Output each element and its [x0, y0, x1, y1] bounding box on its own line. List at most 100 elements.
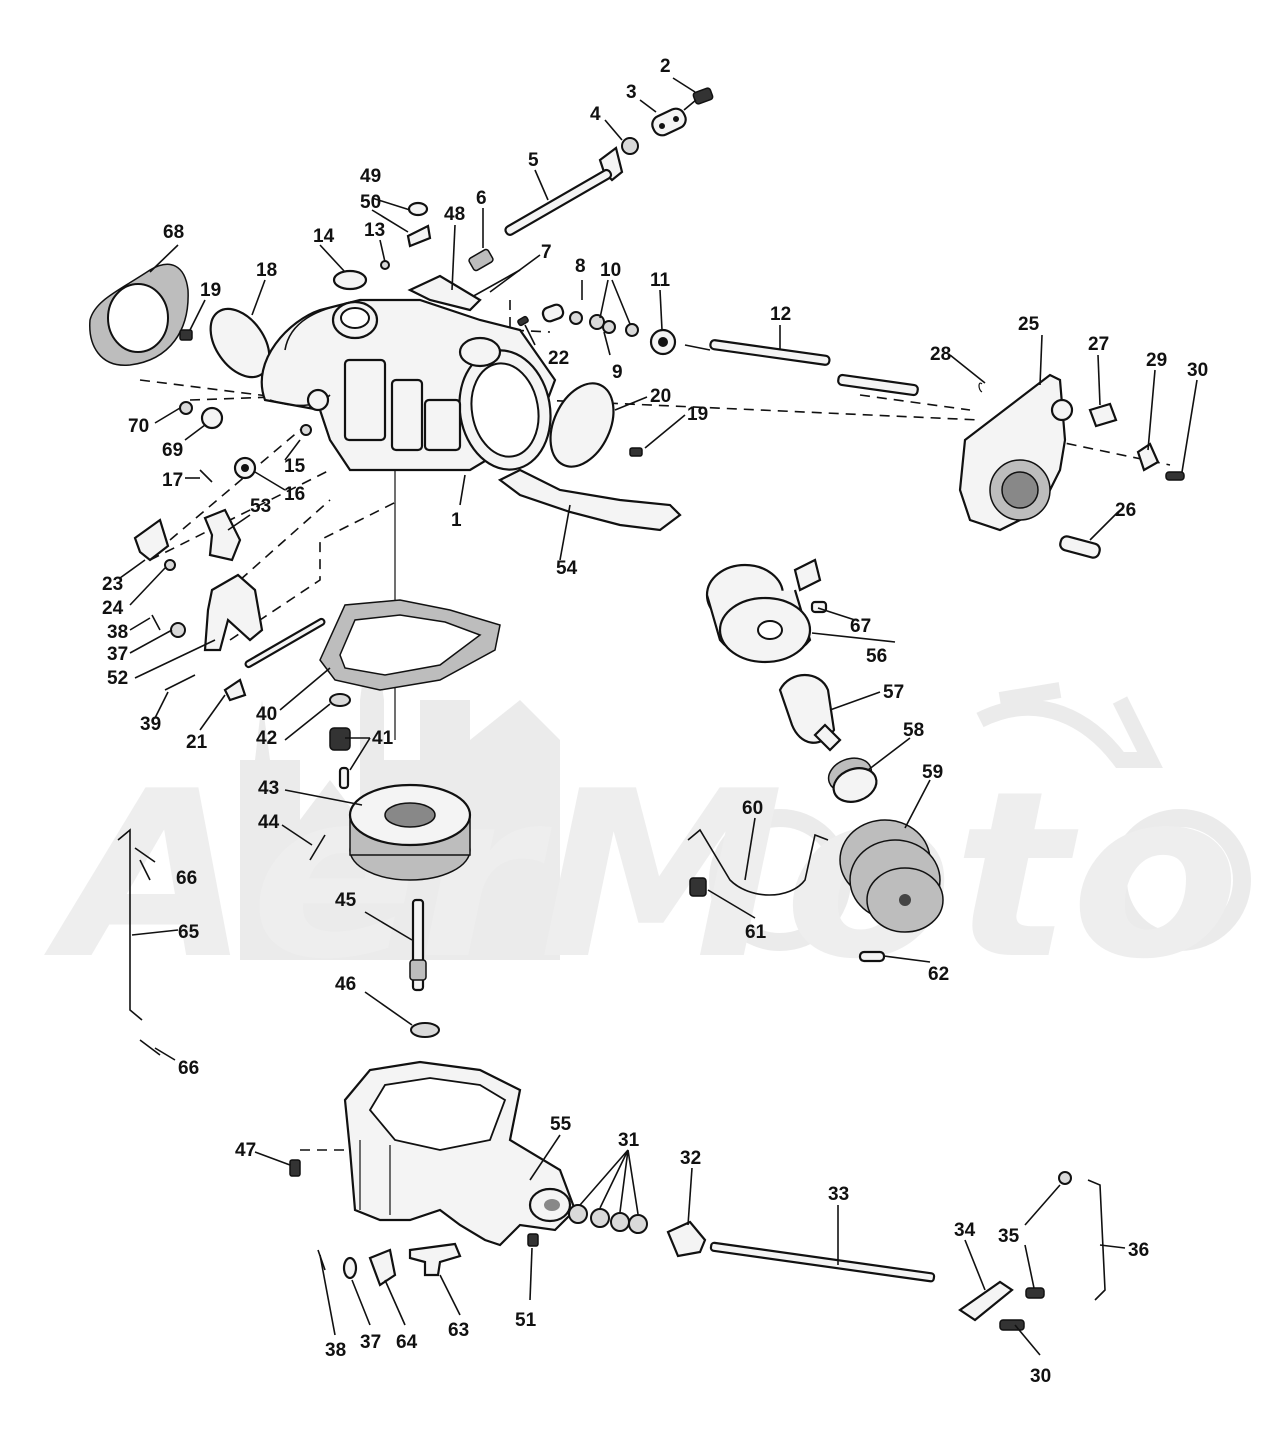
- callout-36: 36: [1128, 1240, 1149, 1261]
- callout-9: 9: [612, 362, 623, 383]
- watermark-text: AerMoto: [44, 743, 1240, 1010]
- callout-1: 1: [451, 510, 462, 531]
- callout-19b: 19: [687, 404, 708, 425]
- fitting-row: [517, 303, 677, 356]
- callout-56: 56: [866, 646, 887, 667]
- callout-24: 24: [102, 598, 124, 619]
- float-43: [348, 783, 472, 881]
- callout-23: 23: [102, 574, 123, 595]
- o-ring-14: [332, 269, 368, 291]
- callout-63: 63: [448, 1320, 469, 1341]
- left-small-parts: [179, 329, 643, 483]
- callout-8: 8: [575, 256, 586, 277]
- callout-25: 25: [1018, 314, 1040, 335]
- callout-54: 54: [556, 558, 578, 579]
- callout-30b: 30: [1030, 1366, 1051, 1387]
- callout-35: 35: [998, 1226, 1020, 1247]
- callout-50: 50: [360, 192, 381, 213]
- callout-31: 31: [618, 1130, 640, 1151]
- bracket-54: [497, 468, 682, 532]
- callout-57: 57: [883, 682, 904, 703]
- callout-10: 10: [600, 260, 621, 281]
- float-bowl-55: [343, 1060, 577, 1247]
- callout-27: 27: [1088, 334, 1109, 355]
- callout-47: 47: [235, 1140, 256, 1161]
- callout-30a: 30: [1187, 360, 1208, 381]
- gasket-20: [549, 382, 615, 468]
- callout-20: 20: [650, 386, 671, 407]
- callout-16: 16: [284, 484, 305, 505]
- callout-3: 3: [626, 82, 637, 103]
- callout-53: 53: [250, 496, 271, 517]
- callout-58: 58: [903, 720, 924, 741]
- callout-4: 4: [590, 104, 601, 125]
- watermark-logo: AerMoto: [44, 610, 1251, 1010]
- callout-64: 64: [396, 1332, 418, 1353]
- callout-11: 11: [650, 270, 671, 291]
- callout-52: 52: [107, 668, 128, 689]
- callout-46: 46: [335, 974, 356, 995]
- callout-26: 26: [1115, 500, 1136, 521]
- callout-12: 12: [770, 304, 791, 325]
- main-jet-45: [409, 898, 440, 1038]
- callout-29: 29: [1146, 350, 1167, 371]
- callout-44: 44: [258, 812, 280, 833]
- callout-37a: 37: [107, 644, 128, 665]
- rod-65: [117, 828, 161, 1056]
- callout-68: 68: [163, 222, 184, 243]
- callout-41: 41: [372, 728, 394, 749]
- callout-48: 48: [444, 204, 465, 225]
- callout-45: 45: [335, 890, 357, 911]
- leader-lines: [119, 77, 1198, 1356]
- callout-59: 59: [922, 762, 943, 783]
- callout-49: 49: [360, 166, 381, 187]
- callout-55: 55: [550, 1114, 572, 1135]
- callout-28: 28: [930, 344, 951, 365]
- callout-60: 60: [742, 798, 763, 819]
- throttle-linkage: [468, 87, 714, 299]
- callout-70: 70: [128, 416, 149, 437]
- top-small-parts: [380, 201, 482, 312]
- callout-67: 67: [850, 616, 871, 637]
- callout-66b: 66: [178, 1058, 199, 1079]
- carburetor-body: [260, 298, 557, 472]
- callout-62: 62: [928, 964, 949, 985]
- cover-25: [958, 373, 1185, 559]
- callout-43: 43: [258, 778, 279, 799]
- callout-42: 42: [256, 728, 277, 749]
- bottom-parts: [289, 1159, 1106, 1331]
- callout-51: 51: [515, 1310, 537, 1331]
- callout-37b: 37: [360, 1332, 381, 1353]
- linkage-parts: [133, 508, 326, 702]
- callout-14: 14: [313, 226, 335, 247]
- gasket-40: [319, 599, 501, 691]
- callout-38b: 38: [325, 1340, 346, 1361]
- callout-40: 40: [256, 704, 277, 725]
- callout-66a: 66: [176, 868, 197, 889]
- callout-5: 5: [528, 150, 539, 171]
- callout-15: 15: [284, 456, 306, 477]
- callout-61: 61: [745, 922, 767, 943]
- callout-22: 22: [548, 348, 569, 369]
- filter-assembly: [687, 558, 944, 963]
- callout-2: 2: [660, 56, 671, 77]
- callout-19a: 19: [200, 280, 221, 301]
- callout-18: 18: [256, 260, 277, 281]
- callout-33: 33: [828, 1184, 849, 1205]
- needle-valve-12: [684, 339, 919, 397]
- callout-13: 13: [364, 220, 385, 241]
- callout-69: 69: [162, 440, 183, 461]
- callout-17: 17: [162, 470, 183, 491]
- callout-labels: 1 2 3 4 5 6 7 8 9 10 11 12 13 14 15 16 1…: [102, 56, 1208, 1387]
- gasket-68: [89, 263, 189, 366]
- jet-parts: [309, 693, 351, 861]
- callout-65: 65: [178, 922, 200, 943]
- callout-6: 6: [476, 188, 487, 209]
- callout-7: 7: [541, 242, 552, 263]
- callout-21: 21: [186, 732, 208, 753]
- callout-38a: 38: [107, 622, 128, 643]
- motorcycle-silhouette: [709, 682, 1251, 951]
- callout-34: 34: [954, 1220, 976, 1241]
- callout-32: 32: [680, 1148, 701, 1169]
